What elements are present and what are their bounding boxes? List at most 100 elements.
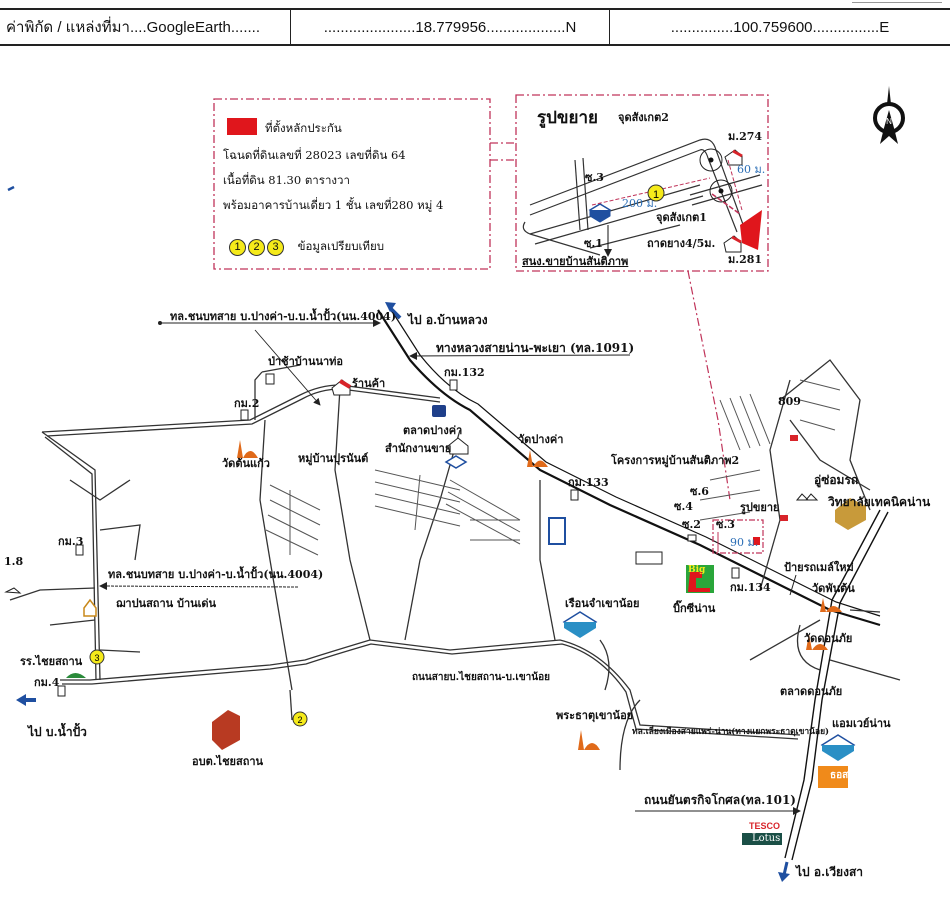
inset-road-width: ถาดยาง4/5ม.: [647, 237, 716, 250]
ghb-logo: [818, 766, 848, 788]
km3-post-icon: [75, 544, 84, 556]
soi6-label: ซ.6: [690, 485, 709, 498]
inset-point2-label: จุดสังเกต2: [618, 111, 669, 124]
soi2-house-icon: [687, 534, 697, 542]
phra-that-label: พระธาตุเขาน้อย: [556, 709, 634, 722]
wat-ton-kaew-icon: [237, 440, 258, 458]
secondary-roads: [9, 359, 901, 771]
road-4004-left-label: ทล.ชนบทสาย บ.ปางค่า-บ.น้ำปั้ว(นน.4004): [108, 568, 324, 581]
site-collateral-marker: [753, 537, 760, 545]
wat-phan-ton-icon: [820, 598, 842, 612]
collateral-label: ที่ตั้งหลักประกัน: [265, 121, 342, 135]
wat-pangkha-label: วัดปางค่า: [518, 433, 564, 446]
house-809-icon: [790, 435, 798, 441]
km2-post-icon: [240, 409, 249, 421]
big-c-name-label: บิ๊กซีน่าน: [673, 602, 716, 615]
north-arrow-icon: N: [873, 86, 905, 144]
arrow-to-wiang-sa-icon: [778, 872, 790, 882]
school-label: รร.ไชยสถาน: [20, 655, 83, 668]
collateral-swatch: [227, 118, 257, 135]
site-box: [712, 519, 764, 554]
phra-that-icon: [578, 730, 600, 750]
inset-office-label: สนง.ขายบ้านสันติภาพ: [522, 255, 629, 268]
house-281-roof: [731, 235, 742, 244]
lotus-label: Lotus: [752, 833, 781, 844]
bypass-road-label: ทล.เลี่ยงเมืองสายแพร่-น่าน(ทางแยกพระธาตุ…: [632, 727, 830, 737]
km-posts: [57, 379, 740, 697]
big-c-logo-text: Big: [688, 565, 706, 575]
prison-base: [564, 622, 596, 638]
tao-building-icon: [212, 710, 240, 750]
km132-label: กม.132: [444, 366, 485, 379]
inset-point2-dot: [708, 157, 714, 163]
inset-soi3: ซ.3: [585, 171, 604, 184]
road-chaiyasathan-label: ถนนสายบ.ไชยสถาน-บ.เขาน้อย: [412, 672, 550, 683]
wat-ton-kaew-label: วัดต้นแก้ว: [222, 457, 270, 470]
road-4004-top-label: ทล.ชนบทสาย บ.ปางค่า-บ.บ.น้ำปั้ว(นน.4004): [170, 310, 397, 323]
arrow-to-ban-luang-shaft: [388, 306, 402, 320]
shop-roof: [338, 379, 352, 389]
inset-comparable-1-text: 1: [653, 189, 659, 201]
tesco-label: TESCO: [749, 821, 781, 831]
latitude-value: ......................18.779956.........…: [323, 18, 577, 36]
bus-stop-pointer: [789, 574, 797, 596]
inset-point1-circle: [709, 179, 733, 203]
gas-station-icon: [635, 551, 663, 565]
edge-mark: [7, 185, 15, 192]
pangkha-market-icon: [447, 437, 469, 455]
legend-border: [213, 98, 491, 270]
inset-roads: [522, 138, 763, 256]
km134-label: กม.134: [730, 581, 771, 594]
crematorium-icon: [83, 598, 97, 617]
km18-icon: [4, 587, 22, 594]
inset-comparable-1-marker[interactable]: [647, 184, 665, 202]
sales-office-label: สำนักงานขาย: [385, 442, 452, 455]
road-4004-pointer-dot: [158, 321, 162, 325]
arrow-to-ban-luang-icon: [385, 302, 396, 312]
highway-1091: [377, 304, 881, 627]
comparable-3-marker[interactable]: [89, 649, 105, 665]
deed-line: โฉนดที่ดินเลขที่ 28023 เลขที่ดิน 64: [223, 148, 406, 162]
big-c-mark: [688, 572, 710, 592]
inset-house-281: ม.281: [728, 253, 763, 266]
inset-house-274: ม.274: [728, 130, 763, 143]
inset-dist-60-label: 60 ม.: [737, 163, 766, 176]
new-bus-stop-label: ป้ายรถเมล์ใหม่: [784, 561, 854, 574]
cemetery-icon: [265, 373, 275, 385]
inset-point1-dot: [718, 188, 724, 194]
tech-college-label: วิทยาลัยเทคนิคน่าน: [828, 495, 931, 509]
tao-chaiyasathan-label: อบต.ไชยสถาน: [192, 755, 264, 768]
coordinate-header: ค่าพิกัด / แหล่งที่มา....GoogleEarth....…: [0, 8, 950, 46]
longitude-cell: ...............100.759600...............…: [610, 10, 950, 44]
temple-icons: [66, 440, 842, 750]
km3-label: กม.3: [58, 535, 84, 548]
highway-101-label: ถนนยันตรกิจโกศล(ทล.101): [644, 793, 796, 807]
highway-1091-label: ทางหลวงสายน่าน-พะเยา (ทล.1091): [436, 341, 635, 355]
inset-point1-label: จุดสังเกต1: [656, 211, 707, 224]
comparable-badge-1: 1: [229, 239, 246, 256]
arrow-to-wiang-sa-shaft: [782, 861, 789, 876]
comparable-2-marker[interactable]: [292, 711, 308, 727]
amway-base: [822, 745, 854, 761]
soi4-label: ซ.4: [674, 500, 693, 513]
sales-office-icon: [444, 455, 468, 469]
wat-pangkha-icon: [527, 450, 548, 467]
latitude-cell: ......................18.779956.........…: [291, 10, 610, 44]
to-wiang-sa-label: ไป อ.เวียงสา: [796, 865, 864, 879]
road-809-label: 809: [778, 395, 801, 408]
cemetery-label: ป่าช้าบ้านนาท่อ: [268, 355, 344, 368]
dist-90-label: 90 ม.: [730, 536, 759, 549]
inset-border: [515, 94, 769, 272]
road-4004-left-pointer: [99, 582, 299, 591]
soi3-label: ซ.3: [716, 518, 735, 531]
inset-point2-circle: [699, 148, 723, 172]
cemetery-pointer: [254, 329, 321, 406]
top-rule: [852, 2, 942, 3]
santiphap-project-label: โครงการหมู่บ้านสันติภาพ2: [611, 454, 740, 467]
km134-post-icon: [731, 567, 740, 579]
comparable-badge-2: 2: [248, 239, 265, 256]
inset-soi1: ซ.1: [584, 237, 603, 250]
shop-label: ร้านค้า: [352, 377, 386, 390]
